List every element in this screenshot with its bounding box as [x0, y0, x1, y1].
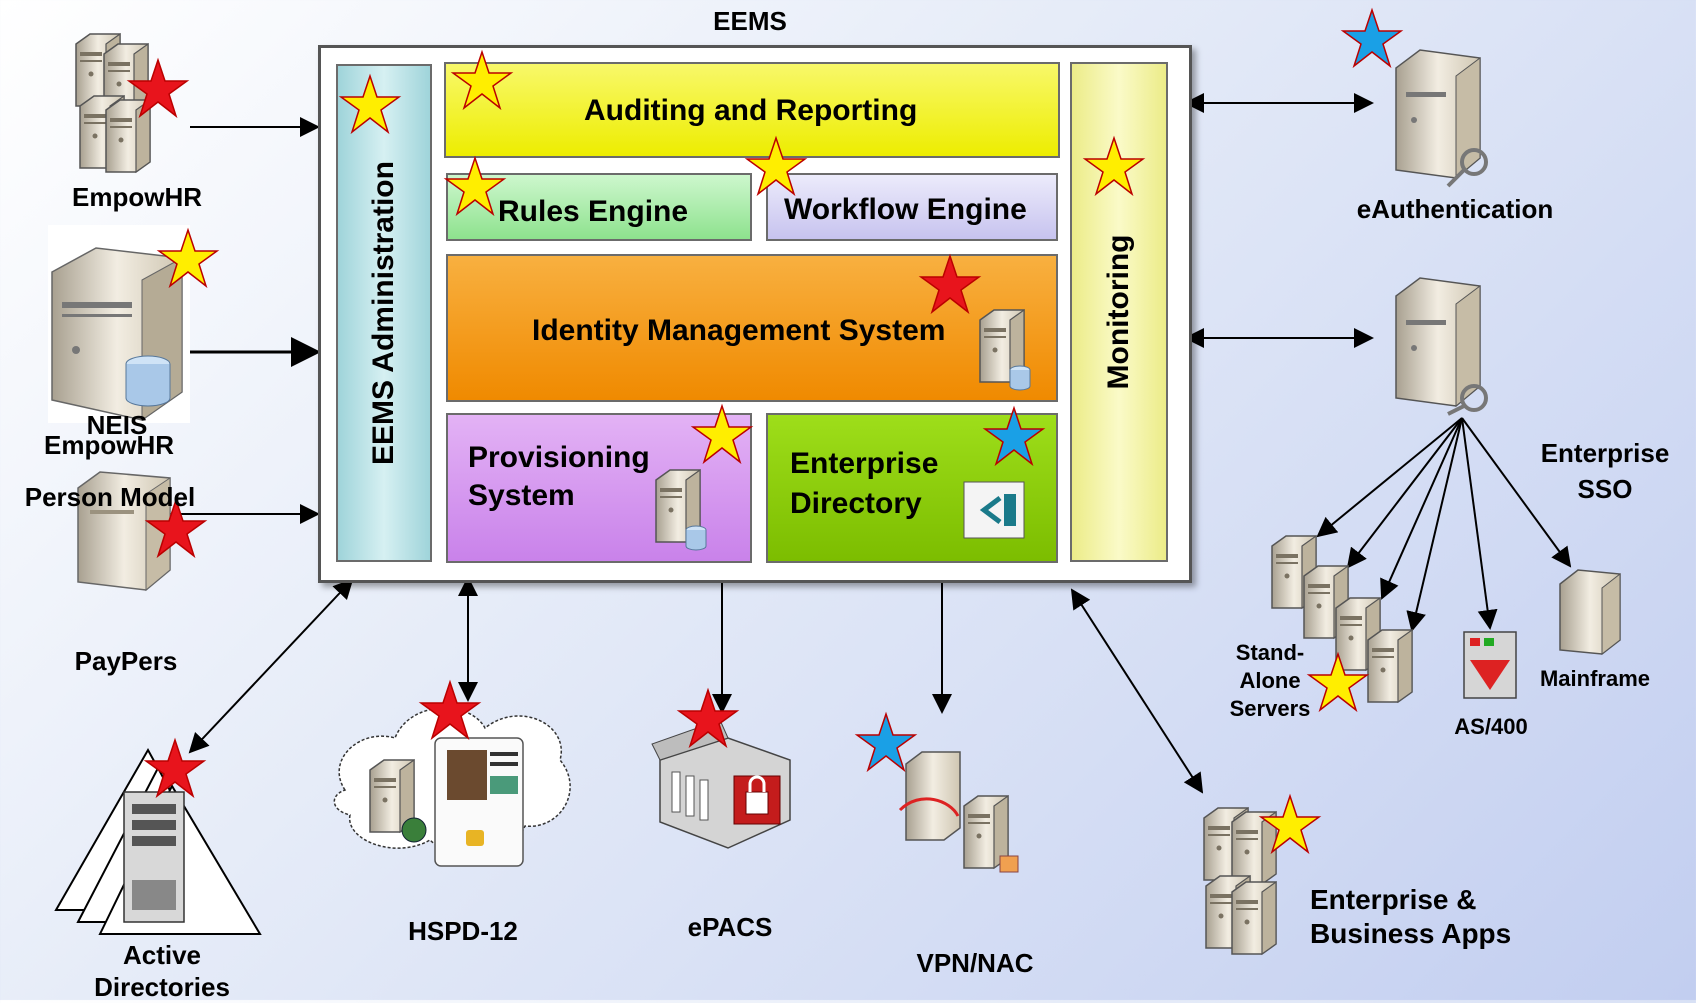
enterprise-apps-label-line1: Enterprise &: [1310, 884, 1477, 915]
mainframe-icon: [1559, 569, 1621, 656]
directory-label-line2: Directory: [790, 487, 922, 520]
provisioning-server-icon: [655, 469, 707, 551]
rules-engine-label: Rules Engine: [498, 195, 689, 228]
directory-label-line1: Enterprise: [790, 447, 939, 480]
identity-server-icon: [979, 309, 1031, 391]
arrow-active-directories: [188, 578, 354, 754]
arrow-sso-server4: [1406, 417, 1463, 632]
empowhr-server-icon: [75, 33, 151, 173]
vpn-nac-label: VPN/NAC: [916, 948, 1034, 978]
star-icon-auditing: [452, 51, 512, 109]
sso-server-icon: [1395, 277, 1488, 416]
directory-icon: [963, 481, 1025, 539]
star-icon-vpn: [856, 713, 916, 771]
standalone-label-line1: Stand-: [1235, 640, 1305, 665]
mainframe-label: Mainframe: [1539, 666, 1651, 691]
arrow-sso-server1: [1316, 417, 1463, 538]
star-icon-admin: [340, 75, 400, 133]
enterprise-apps-label-line2: Business Apps: [1310, 918, 1512, 949]
active-directories-label-line1: Active: [122, 940, 202, 970]
arrow-sso-server3: [1380, 417, 1463, 600]
eauthentication-label: eAuthentication: [1356, 194, 1554, 224]
enterprise-sso-label-line2: SSO: [1577, 474, 1633, 504]
neis-server-icon: [48, 225, 190, 423]
auditing-reporting-panel: Auditing and Reporting: [444, 62, 1060, 158]
arrow-apps: [1070, 588, 1204, 794]
provisioning-label-line1: Provisioning: [468, 441, 650, 474]
star-icon-rules: [445, 157, 505, 215]
star-icon-directory: [984, 407, 1044, 465]
active-directories-icon: [54, 747, 262, 935]
star-icon-eauthentication: [1342, 9, 1402, 67]
star-icon-monitoring: [1084, 137, 1144, 195]
workflow-engine-label: Workflow Engine: [784, 193, 1027, 226]
paypers-server-icon: [77, 471, 171, 592]
auditing-reporting-label: Auditing and Reporting: [584, 94, 918, 127]
provisioning-label-line2: System: [468, 479, 575, 512]
neis-label: NEIS: [86, 410, 148, 440]
as400-icon: [1463, 631, 1517, 699]
star-icon-workflow: [746, 137, 806, 195]
standalone-label-line2: Alone: [1239, 668, 1301, 693]
eems-administration-panel: EEMS Administration: [336, 64, 432, 562]
arrow-sso-mainframe: [1461, 417, 1572, 568]
star-icon-identity: [920, 255, 980, 313]
as400-label: AS/400: [1454, 714, 1528, 739]
enterprise-apps-server-icon: [1203, 807, 1277, 955]
monitoring-panel: Monitoring: [1070, 62, 1168, 562]
standalone-label-line3: Servers: [1229, 696, 1311, 721]
eems-title: EEMS: [713, 6, 787, 36]
workflow-engine-panel: Workflow Engine: [766, 173, 1058, 241]
arrow-sso-as400: [1461, 417, 1498, 630]
hspd12-badge-icon: [333, 707, 571, 867]
empowhr2-label: EmpowHR: [44, 430, 174, 460]
rules-engine-panel: Rules Engine: [446, 173, 752, 241]
identity-management-label: Identity Management System: [532, 314, 946, 347]
paypers-label: PayPers: [74, 646, 178, 676]
arrow-sso-server2: [1346, 417, 1463, 569]
vpn-nac-icon: [898, 751, 1019, 873]
epacs-building-icon: [651, 719, 791, 849]
star-icon-provisioning: [692, 405, 752, 463]
enterprise-sso-label-line1: Enterprise: [1540, 438, 1670, 468]
empowhr-label: EmpowHR: [72, 182, 202, 212]
active-directories-label-line2: Directories: [94, 972, 230, 1002]
epacs-label: ePACS: [687, 912, 773, 942]
person-model-label: Person Model: [24, 482, 196, 512]
hspd12-label: HSPD-12: [408, 916, 518, 946]
eauthentication-server-icon: [1395, 49, 1488, 188]
